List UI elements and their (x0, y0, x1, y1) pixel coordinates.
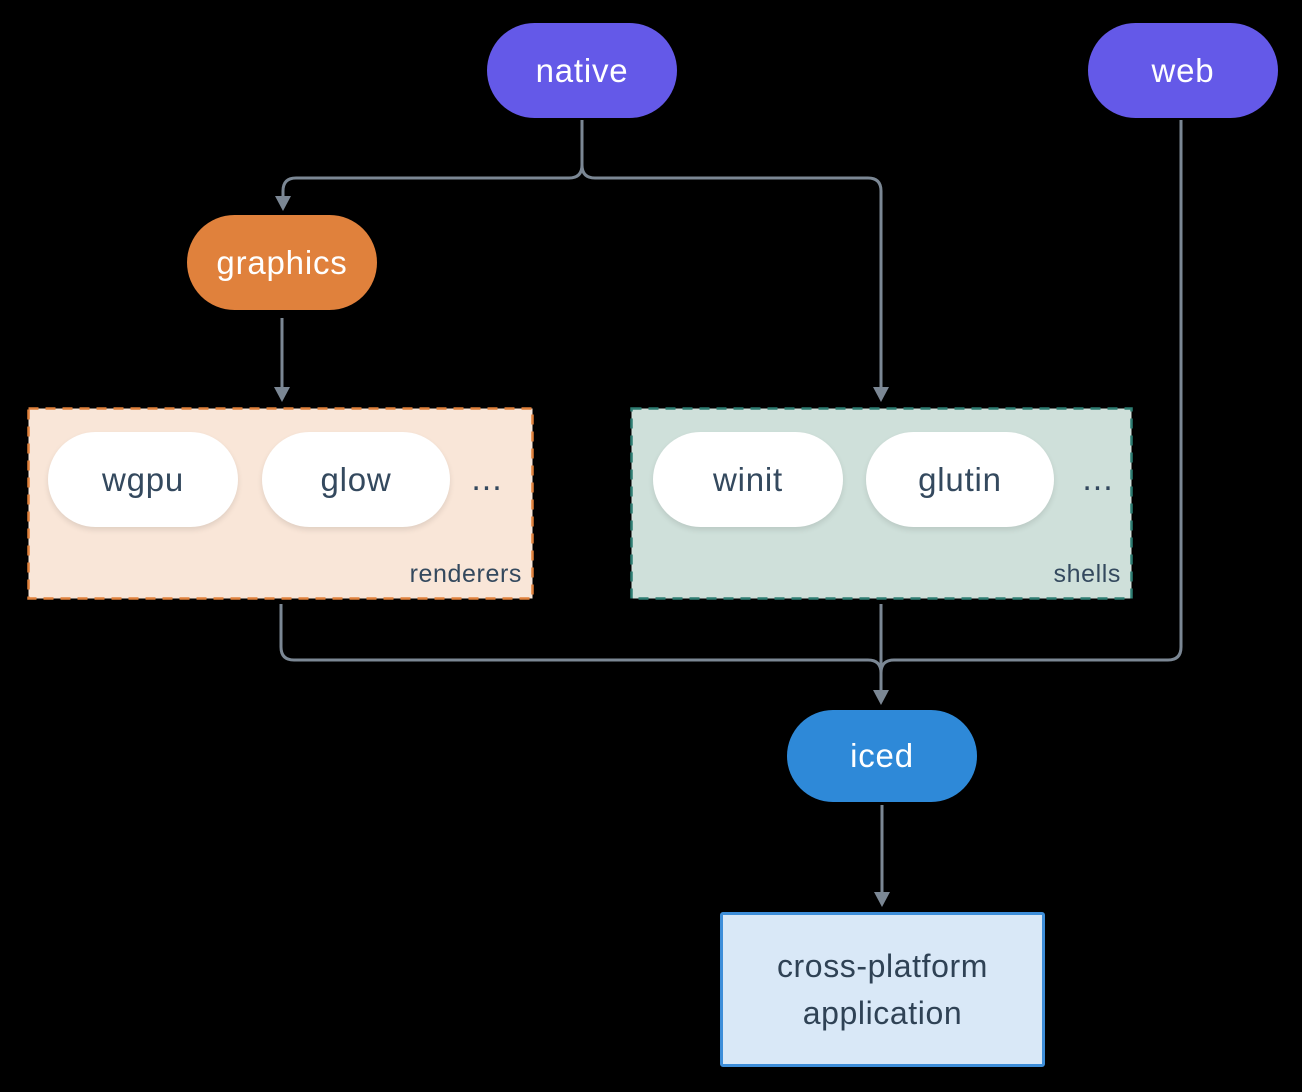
edge-native-shells (580, 164, 883, 388)
arrowhead-iced (873, 690, 889, 705)
node-wgpu: wgpu (48, 432, 238, 527)
renderers-ellipsis: ... (471, 460, 503, 498)
node-winit: winit (653, 432, 843, 527)
node-web-label: web (1151, 51, 1215, 89)
node-graphics: graphics (187, 215, 377, 310)
node-web: web (1088, 23, 1278, 118)
arrowhead-renderers (274, 387, 290, 402)
node-native: native (487, 23, 677, 118)
node-glutin: glutin (866, 432, 1054, 527)
node-cross-platform-application: cross-platform application (720, 912, 1045, 1067)
group-shells: winit glutin ... shells (630, 407, 1133, 599)
arrowhead-shells (873, 387, 889, 402)
node-native-label: native (535, 51, 629, 89)
group-renderers: wgpu glow ... renderers (27, 407, 534, 599)
node-iced-label: iced (850, 737, 914, 774)
app-label-line1: cross-platform (776, 948, 989, 985)
renderers-group-label: renderers (409, 560, 522, 588)
node-glow-label: glow (320, 460, 392, 498)
shells-group-label: shells (1053, 560, 1121, 588)
node-iced: iced (787, 710, 977, 802)
edge-native-graphics (281, 164, 584, 197)
node-glow: glow (262, 432, 450, 527)
arrowhead-app (874, 892, 890, 907)
node-graphics-label: graphics (216, 243, 348, 281)
arrowhead-graphics (275, 196, 291, 211)
node-wgpu-label: wgpu (101, 460, 185, 498)
app-label-line2: application (802, 994, 963, 1031)
edge-renderers-iced (279, 604, 883, 674)
shells-ellipsis: ... (1082, 460, 1114, 498)
node-winit-label: winit (712, 460, 784, 498)
node-glutin-label: glutin (918, 460, 1002, 498)
